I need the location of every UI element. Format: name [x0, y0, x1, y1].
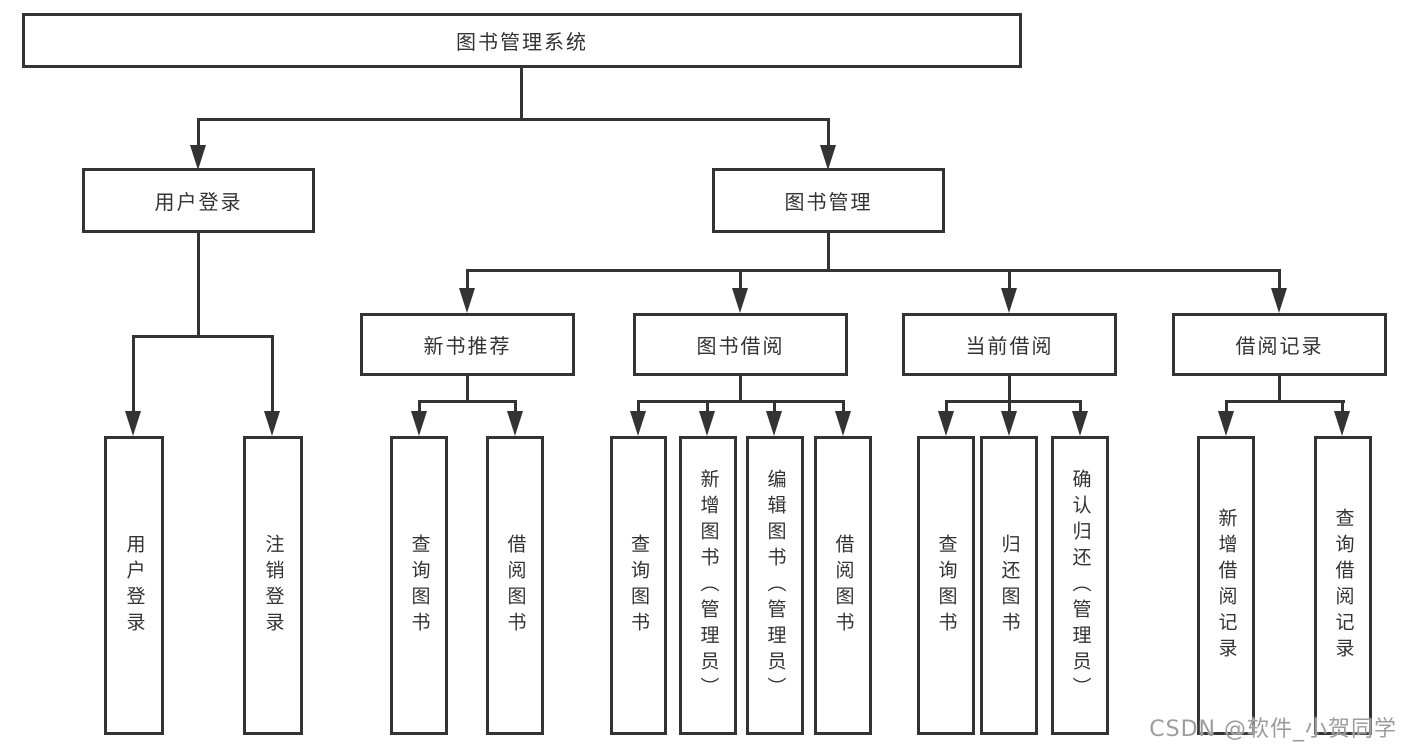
connector-stem-leaf-return-books [1008, 400, 1011, 414]
node-borrow-records-label: 借阅记录 [1235, 334, 1324, 358]
leaf-edit-books-admin: 编辑图书（管理员） [746, 436, 804, 735]
connector-stem-leaf-borrow-books [842, 400, 845, 414]
connector-book-management-down [827, 233, 830, 271]
arrow-leaf-add-record [1218, 411, 1234, 436]
leaf-query-books-current-label: 查询图书 [935, 533, 958, 638]
connector-stem-leaf-borrow-recommend [514, 400, 517, 414]
arrow-leaf-logout [264, 411, 280, 436]
arrow-leaf-query-current [938, 411, 954, 436]
connector-stem-book-management [827, 118, 830, 150]
arrow-leaf-return-books [1001, 411, 1017, 436]
arrow-borrow-records [1271, 288, 1287, 313]
arrow-leaf-query-record [1334, 411, 1350, 436]
leaf-return-books-label: 归还图书 [998, 533, 1021, 638]
leaf-query-borrow-record-label: 查询借阅记录 [1332, 507, 1355, 664]
leaf-confirm-return-admin: 确认归还（管理员） [1051, 436, 1109, 735]
leaf-add-borrow-record: 新增借阅记录 [1197, 436, 1255, 735]
node-user-login-label: 用户登录 [154, 190, 243, 214]
leaf-query-books-recommend: 查询图书 [390, 436, 448, 735]
arrow-leaf-confirm-return [1072, 411, 1088, 436]
node-book-management: 图书管理 [712, 168, 945, 233]
arrow-leaf-user-login [125, 411, 141, 436]
connector-new-book-recommend-down [466, 376, 469, 403]
arrow-leaf-query-recommend [411, 411, 427, 436]
node-current-borrow-label: 当前借阅 [965, 334, 1054, 358]
leaf-logout: 注销登录 [243, 436, 303, 735]
connector-stem-leaf-edit-books [773, 400, 776, 414]
connector-stem-new-book-recommend [466, 269, 469, 291]
csdn-watermark: CSDN @软件_小贺同学 [1149, 717, 1397, 742]
node-borrow-records: 借阅记录 [1172, 313, 1387, 376]
leaf-query-borrow-record: 查询借阅记录 [1314, 436, 1372, 735]
connector-stem-book-borrow [739, 269, 742, 291]
connector-book-borrow-rail [637, 400, 845, 403]
connector-book-borrow-down [739, 376, 742, 403]
leaf-user-login-label: 用户登录 [123, 533, 146, 638]
arrow-book-borrow [732, 288, 748, 313]
arrow-leaf-add-books [699, 411, 715, 436]
leaf-query-books-recommend-label: 查询图书 [408, 533, 431, 638]
leaf-add-borrow-record-label: 新增借阅记录 [1215, 507, 1238, 664]
leaf-query-books-current: 查询图书 [917, 436, 975, 735]
connector-stem-current-borrow [1008, 269, 1011, 291]
connector-level2-rail [197, 118, 830, 121]
node-user-login: 用户登录 [82, 168, 315, 233]
connector-borrow-records-down [1278, 376, 1281, 403]
arrow-new-book-recommend [459, 288, 475, 313]
connector-new-book-recommend-rail [418, 400, 517, 403]
connector-current-borrow-rail [945, 400, 1082, 403]
leaf-add-books-admin-label: 新增图书（管理员） [697, 468, 720, 703]
node-book-management-label: 图书管理 [784, 190, 873, 214]
connector-root-stem [520, 68, 523, 121]
connector-stem-leaf-confirm-return [1079, 400, 1082, 414]
leaf-confirm-return-admin-label: 确认归还（管理员） [1069, 468, 1092, 703]
leaf-borrow-books: 借阅图书 [814, 436, 872, 735]
connector-stem-leaf-query-recommend [418, 400, 421, 414]
node-new-book-recommend-label: 新书推荐 [423, 334, 512, 358]
arrow-user-login [190, 145, 206, 170]
connector-stem-leaf-query-record [1341, 400, 1344, 414]
connector-user-login-rail [132, 335, 274, 338]
leaf-query-books-borrow: 查询图书 [610, 436, 667, 735]
node-root-label: 图书管理系统 [456, 30, 588, 54]
arrow-leaf-borrow-books [835, 411, 851, 436]
node-book-borrow: 图书借阅 [633, 313, 848, 376]
leaf-borrow-books-recommend: 借阅图书 [486, 436, 544, 735]
node-new-book-recommend: 新书推荐 [360, 313, 575, 376]
node-root: 图书管理系统 [22, 13, 1022, 68]
arrow-current-borrow [1001, 288, 1017, 313]
leaf-borrow-books-recommend-label: 借阅图书 [504, 533, 527, 638]
leaf-user-login: 用户登录 [104, 436, 164, 735]
connector-stem-user-login [197, 118, 200, 150]
connector-user-login-down [197, 233, 200, 338]
connector-stem-borrow-records [1278, 269, 1281, 291]
leaf-query-books-borrow-label: 查询图书 [628, 533, 650, 638]
leaf-return-books: 归还图书 [980, 436, 1038, 735]
connector-stem-leaf-add-books [706, 400, 709, 414]
connector-stem-leaf-query-current [945, 400, 948, 414]
arrow-leaf-edit-books [766, 411, 782, 436]
leaf-edit-books-admin-label: 编辑图书（管理员） [764, 468, 787, 703]
node-current-borrow: 当前借阅 [902, 313, 1117, 376]
node-book-borrow-label: 图书借阅 [696, 334, 785, 358]
connector-stem-leaf-logout [271, 335, 274, 415]
arrow-book-management [820, 145, 836, 170]
arrow-leaf-borrow-recommend [507, 411, 523, 436]
leaf-add-books-admin: 新增图书（管理员） [679, 436, 737, 735]
connector-stem-leaf-user-login [132, 335, 135, 415]
connector-level3-rail [466, 269, 1279, 272]
connector-stem-leaf-add-record [1225, 400, 1228, 414]
connector-borrow-records-rail [1225, 400, 1345, 403]
connector-current-borrow-down [1008, 376, 1011, 403]
leaf-borrow-books-label: 借阅图书 [832, 533, 855, 638]
connector-stem-leaf-query-borrow [637, 400, 640, 414]
leaf-logout-label: 注销登录 [262, 533, 285, 638]
arrow-leaf-query-borrow [630, 411, 646, 436]
